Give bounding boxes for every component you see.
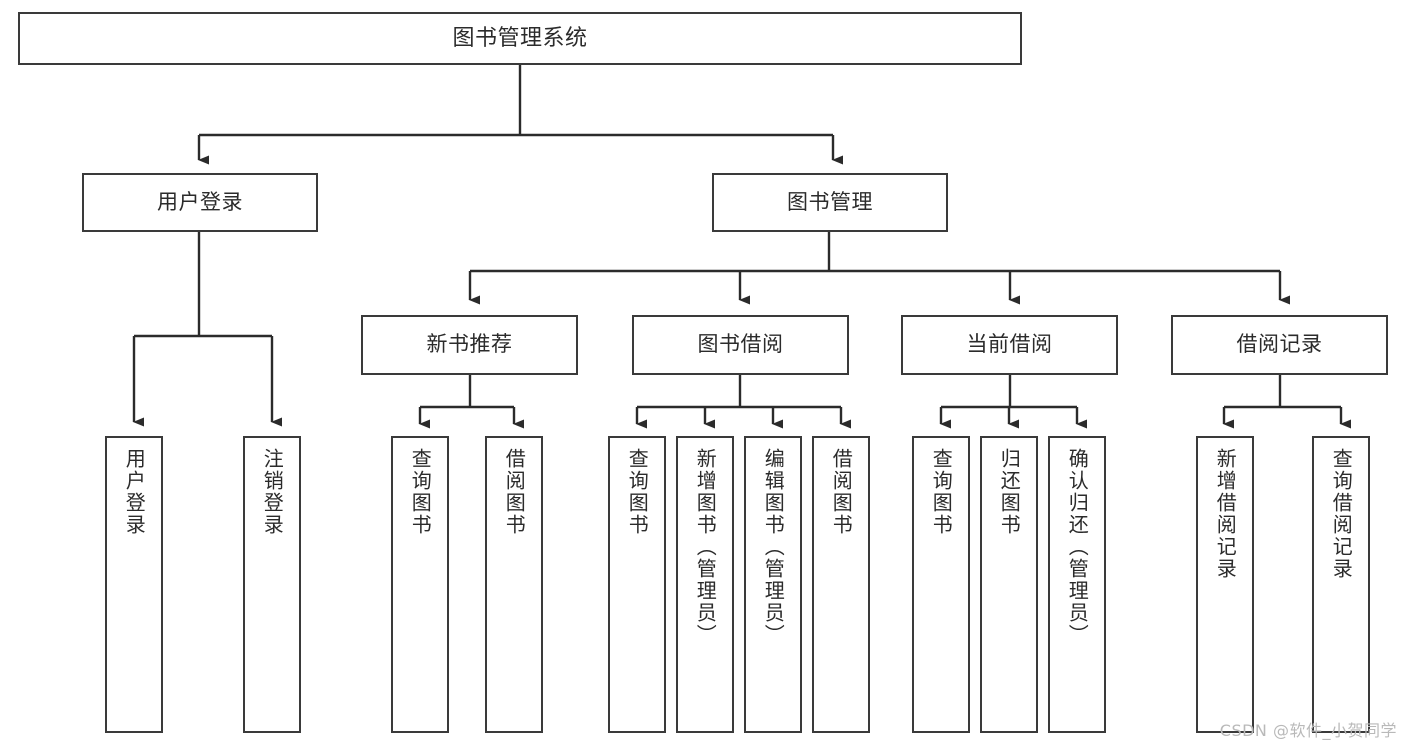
node-label: 注销登录	[260, 448, 285, 536]
leaf-records-query-record[interactable]: 查询借阅记录	[1312, 436, 1370, 733]
node-label: 新增借阅记录	[1213, 448, 1238, 580]
node-label: 借阅图书	[502, 448, 527, 536]
leaf-records-add-record[interactable]: 新增借阅记录	[1196, 436, 1254, 733]
node-label: 图书借阅	[697, 332, 784, 357]
node-book-management[interactable]: 图书管理	[712, 173, 948, 232]
leaf-user-login-signin[interactable]: 用户登录	[105, 436, 163, 733]
leaf-current-query-book[interactable]: 查询图书	[912, 436, 970, 733]
node-label: 查询图书	[408, 448, 433, 536]
node-label: 图书管理	[787, 189, 873, 214]
leaf-borrow-borrow-book[interactable]: 借阅图书	[812, 436, 870, 733]
node-label: 查询图书	[625, 448, 650, 536]
leaf-current-return-book[interactable]: 归还图书	[980, 436, 1038, 733]
node-root-system[interactable]: 图书管理系统	[18, 12, 1022, 65]
watermark-text: CSDN @软件_小贺同学	[1219, 721, 1397, 740]
node-label: 确认归还（管理员）	[1065, 448, 1090, 646]
node-label: 新书推荐	[426, 332, 513, 357]
node-label: 用户登录	[122, 448, 147, 536]
node-label: 借阅图书	[829, 448, 854, 536]
node-borrow-records[interactable]: 借阅记录	[1171, 315, 1388, 375]
node-label: 归还图书	[997, 448, 1022, 536]
node-book-borrow[interactable]: 图书借阅	[632, 315, 849, 375]
node-current-borrow[interactable]: 当前借阅	[901, 315, 1118, 375]
node-label: 编辑图书（管理员）	[761, 448, 786, 646]
leaf-borrow-query-book[interactable]: 查询图书	[608, 436, 666, 733]
leaf-new-books-borrow[interactable]: 借阅图书	[485, 436, 543, 733]
leaf-current-confirm-return-admin[interactable]: 确认归还（管理员）	[1048, 436, 1106, 733]
node-label: 查询借阅记录	[1329, 448, 1354, 580]
node-label: 新增图书（管理员）	[693, 448, 718, 646]
leaf-borrow-edit-book-admin[interactable]: 编辑图书（管理员）	[744, 436, 802, 733]
node-label: 查询图书	[929, 448, 954, 536]
node-label: 用户登录	[157, 189, 243, 214]
node-label: 借阅记录	[1236, 332, 1323, 357]
node-label: 当前借阅	[966, 332, 1053, 357]
node-new-book-recommend[interactable]: 新书推荐	[361, 315, 578, 375]
leaf-new-books-query[interactable]: 查询图书	[391, 436, 449, 733]
leaf-borrow-add-book-admin[interactable]: 新增图书（管理员）	[676, 436, 734, 733]
leaf-user-login-signout[interactable]: 注销登录	[243, 436, 301, 733]
node-user-login[interactable]: 用户登录	[82, 173, 318, 232]
node-label: 图书管理系统	[452, 25, 588, 51]
